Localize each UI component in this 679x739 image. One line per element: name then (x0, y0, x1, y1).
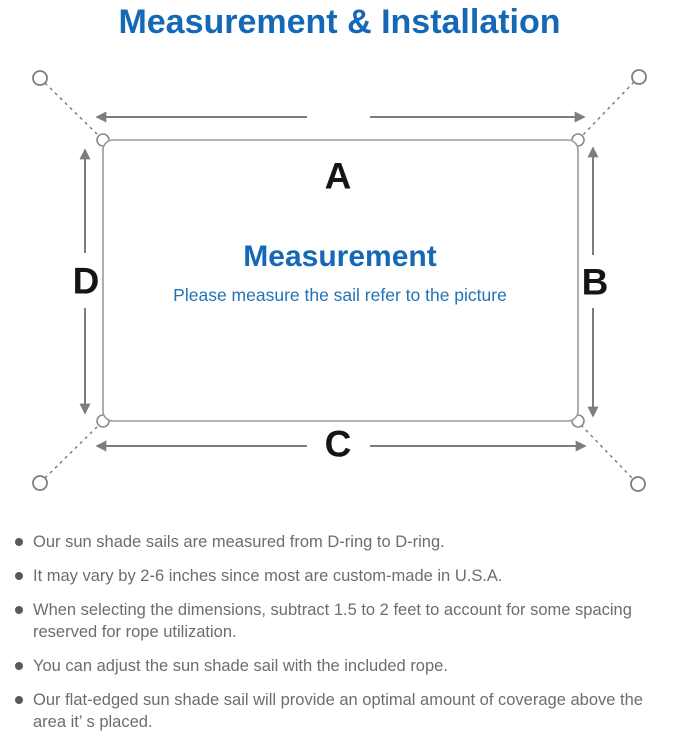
note-item: You can adjust the sun shade sail with t… (15, 655, 671, 677)
tether-line-top-right (580, 81, 635, 138)
edge-label-a: A (324, 155, 352, 197)
sail-outline (102, 139, 579, 422)
bullet-dot-icon (15, 538, 23, 546)
tether-line-bottom-left (44, 423, 101, 479)
anchor-point-icon (631, 69, 647, 85)
sail-measurement-diagram: A B C D Measurement Please measure the s… (0, 60, 679, 525)
edge-label-c: C (324, 423, 352, 465)
note-text: Our sun shade sails are measured from D-… (33, 533, 445, 551)
diagram-center-title: Measurement (243, 240, 437, 273)
sail-diagram-canvas (32, 69, 647, 492)
note-text: When selecting the dimensions, subtract … (33, 601, 632, 641)
bullet-dot-icon (15, 662, 23, 670)
anchor-point-icon (32, 70, 48, 86)
diagram-center-subtitle: Please measure the sail refer to the pic… (173, 285, 507, 305)
note-item: It may vary by 2-6 inches since most are… (15, 565, 671, 587)
note-item: When selecting the dimensions, subtract … (15, 599, 671, 643)
tether-line-bottom-right (580, 424, 634, 480)
diagram-center-text: Measurement Please measure the sail refe… (80, 240, 600, 306)
bullet-dot-icon (15, 696, 23, 704)
note-text: You can adjust the sun shade sail with t… (33, 657, 448, 675)
tether-line-top-left (44, 82, 101, 138)
edge-label-b: B (581, 261, 609, 303)
bullet-dot-icon (15, 606, 23, 614)
note-item: Our sun shade sails are measured from D-… (15, 531, 671, 553)
note-text: It may vary by 2-6 inches since most are… (33, 567, 503, 585)
note-item: Our flat-edged sun shade sail will provi… (15, 689, 671, 733)
note-text: Our flat-edged sun shade sail will provi… (33, 691, 643, 731)
bullet-dot-icon (15, 572, 23, 580)
anchor-point-icon (630, 476, 646, 492)
anchor-point-icon (32, 475, 48, 491)
notes-list: Our sun shade sails are measured from D-… (15, 531, 671, 739)
page-title: Measurement & Installation (118, 3, 561, 41)
edge-label-d: D (72, 260, 100, 302)
